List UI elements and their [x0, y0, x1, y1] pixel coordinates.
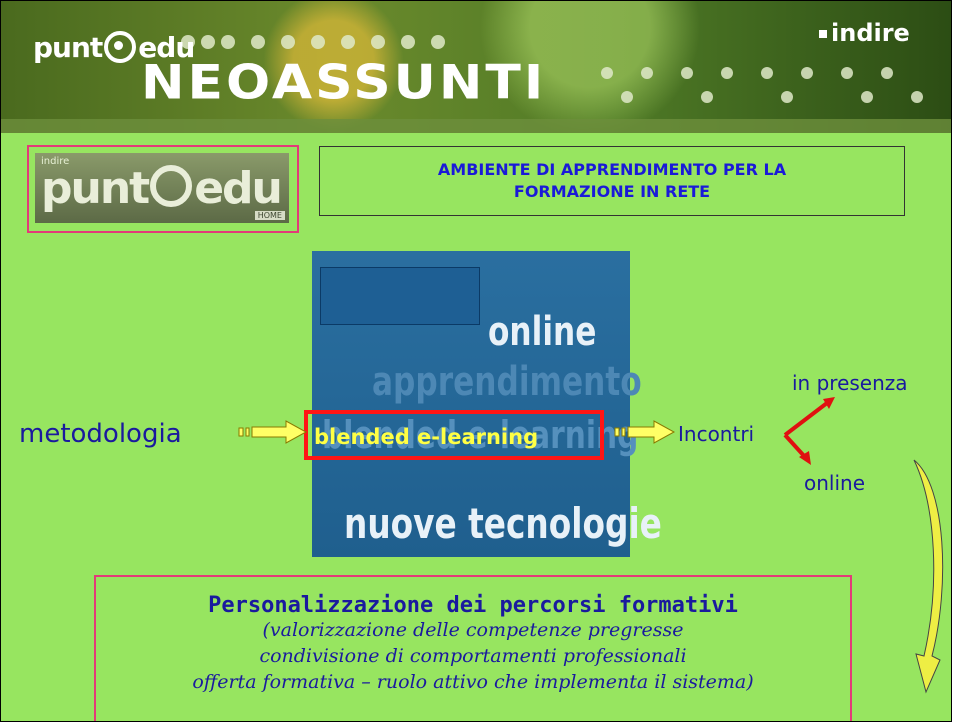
- brand-logo-indire: indire: [819, 19, 910, 47]
- banner-title: NEOASSUNTI: [141, 56, 547, 110]
- ring-icon: [104, 31, 137, 63]
- ring-icon: [150, 165, 193, 207]
- highlight-box: [304, 410, 604, 460]
- summary-line: condivisione di comportamenti profession…: [259, 644, 687, 667]
- image-word-online: online: [488, 309, 597, 355]
- curved-arrow-icon: [913, 459, 944, 694]
- summary-box: Personalizzazione dei percorsi formativi…: [94, 575, 852, 721]
- image-word-nuove-tecnologie: nuove tecnologie: [344, 499, 662, 548]
- summary-line: (valorizzazione delle competenze pregres…: [262, 619, 684, 641]
- image-word-blended: blended e-learning: [322, 413, 639, 457]
- page-title: AMBIENTE DI APPRENDIMENTO PER LA FORMAZI…: [437, 160, 787, 201]
- branch-label-bottom: online: [804, 471, 866, 495]
- branch-arrows-icon: [783, 397, 835, 465]
- image-block: [320, 267, 480, 325]
- center-label: blended e-learning: [314, 425, 539, 449]
- image-word-apprendimento: apprendimento: [372, 359, 642, 405]
- branch-label-top: in presenza: [792, 371, 908, 395]
- left-label: metodologia: [19, 419, 182, 449]
- right-label: Incontri: [678, 422, 755, 446]
- arrow-right-icon: [238, 420, 308, 444]
- arrow-right-icon: [614, 420, 676, 444]
- title-box: AMBIENTE DI APPRENDIMENTO PER LA FORMAZI…: [319, 146, 905, 216]
- blended-learning-image: online apprendimento blended e-learning …: [312, 251, 662, 557]
- summary-line: offerta formativa – ruolo attivo che imp…: [192, 670, 754, 693]
- home-label: HOME: [254, 211, 285, 220]
- summary-title: Personalizzazione dei percorsi formativi: [208, 593, 738, 618]
